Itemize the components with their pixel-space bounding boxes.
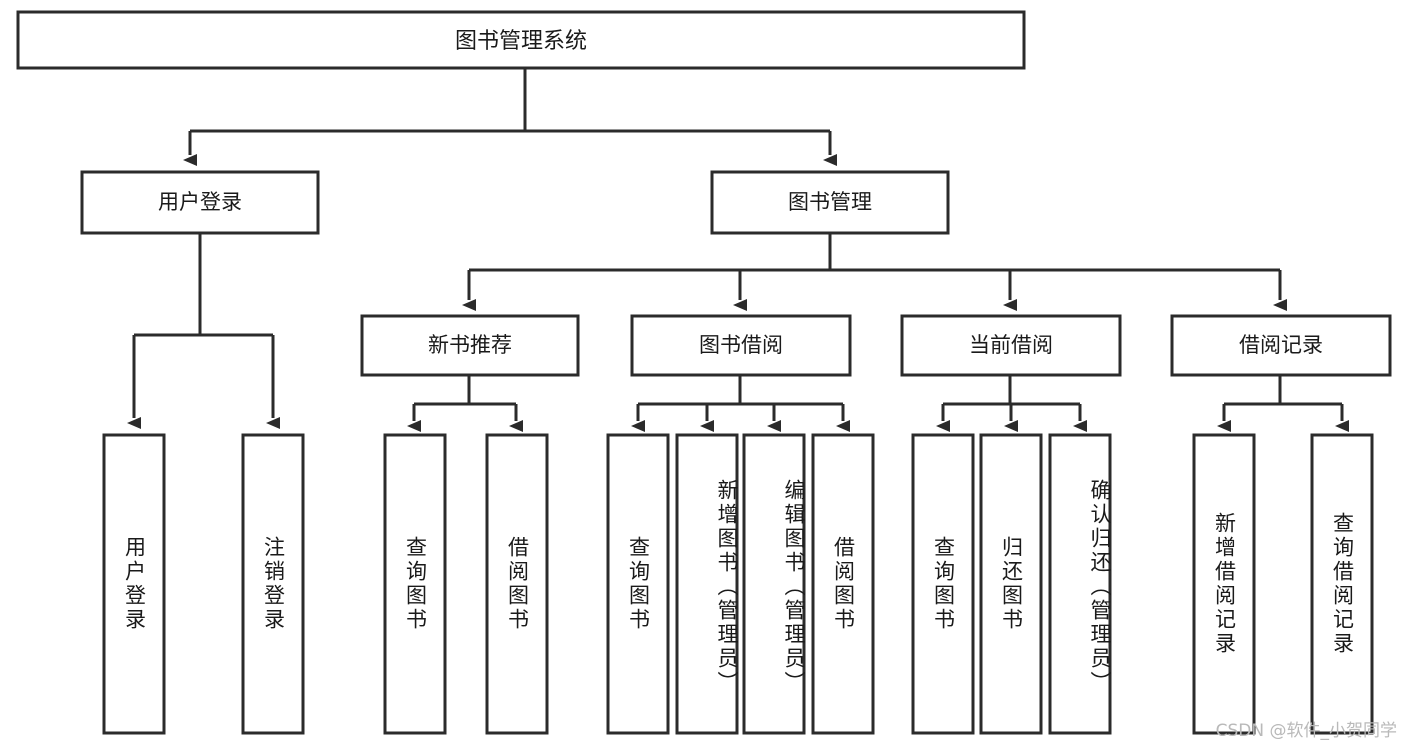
node-root-label: 图书管理系统 <box>455 29 587 54</box>
node-current-borrow-label: 当前借阅 <box>969 333 1053 357</box>
leaf-box-confirm-return[interactable] <box>1048 433 1112 735</box>
edge-group-new-book-rec-to-leaves <box>407 375 523 432</box>
edge-group-book-manage-to-level3 <box>462 233 1287 311</box>
leaf-box-borrow-book-2[interactable] <box>811 433 875 735</box>
leaf-box-add-record[interactable] <box>1192 433 1256 735</box>
node-new-book-rec[interactable]: 新书推荐 <box>360 314 580 377</box>
leaf-group-current-borrow <box>911 433 1112 735</box>
node-borrow-record-box[interactable] <box>1170 314 1392 377</box>
leaf-box-query-book-1[interactable] <box>383 433 447 735</box>
node-borrow-record[interactable]: 借阅记录 <box>1170 314 1392 377</box>
node-current-borrow[interactable]: 当前借阅 <box>900 314 1122 377</box>
leaf-box-add-book[interactable] <box>675 433 739 735</box>
node-book-borrow[interactable]: 图书借阅 <box>630 314 852 377</box>
node-current-borrow-box[interactable] <box>900 314 1122 377</box>
leaf-box-logout-login[interactable] <box>241 433 305 735</box>
edge-group-current-borrow-to-leaves <box>936 375 1087 432</box>
edge-group-borrow-record-to-leaves <box>1217 375 1349 432</box>
node-book-borrow-label: 图书借阅 <box>699 333 783 357</box>
node-user-login[interactable]: 用户登录 <box>80 170 320 235</box>
leaf-box-user-login[interactable] <box>102 433 166 735</box>
leaf-box-return-book[interactable] <box>979 433 1043 735</box>
leaf-group-new-book-rec <box>383 433 549 735</box>
node-book-borrow-box[interactable] <box>630 314 852 377</box>
node-user-login-box[interactable] <box>80 170 320 235</box>
node-new-book-rec-box[interactable] <box>360 314 580 377</box>
node-root[interactable]: 图书管理系统 <box>16 10 1026 70</box>
edge-group-book-borrow-to-leaves <box>631 375 850 432</box>
leaf-box-query-book-2[interactable] <box>606 433 670 735</box>
leaf-box-edit-book[interactable] <box>742 433 806 735</box>
edge-group-root-to-level2 <box>183 68 837 166</box>
node-user-login-label: 用户登录 <box>158 190 242 214</box>
csdn-watermark: CSDN @软件_小贺同学 <box>1215 721 1397 741</box>
leaf-group-borrow-record <box>1192 433 1374 735</box>
node-book-manage-box[interactable] <box>710 170 950 235</box>
node-borrow-record-label: 借阅记录 <box>1239 333 1323 357</box>
node-book-manage[interactable]: 图书管理 <box>710 170 950 235</box>
node-new-book-rec-label: 新书推荐 <box>428 333 512 357</box>
node-book-manage-label: 图书管理 <box>788 190 872 214</box>
leaf-group-book-borrow <box>606 433 875 735</box>
edge-group-user-login-to-leaves <box>127 233 280 429</box>
node-root-box[interactable] <box>16 10 1026 70</box>
leaf-group-user-login <box>102 433 305 735</box>
leaf-box-query-record[interactable] <box>1310 433 1374 735</box>
leaf-box-borrow-book-1[interactable] <box>485 433 549 735</box>
leaf-box-query-book-3[interactable] <box>911 433 975 735</box>
